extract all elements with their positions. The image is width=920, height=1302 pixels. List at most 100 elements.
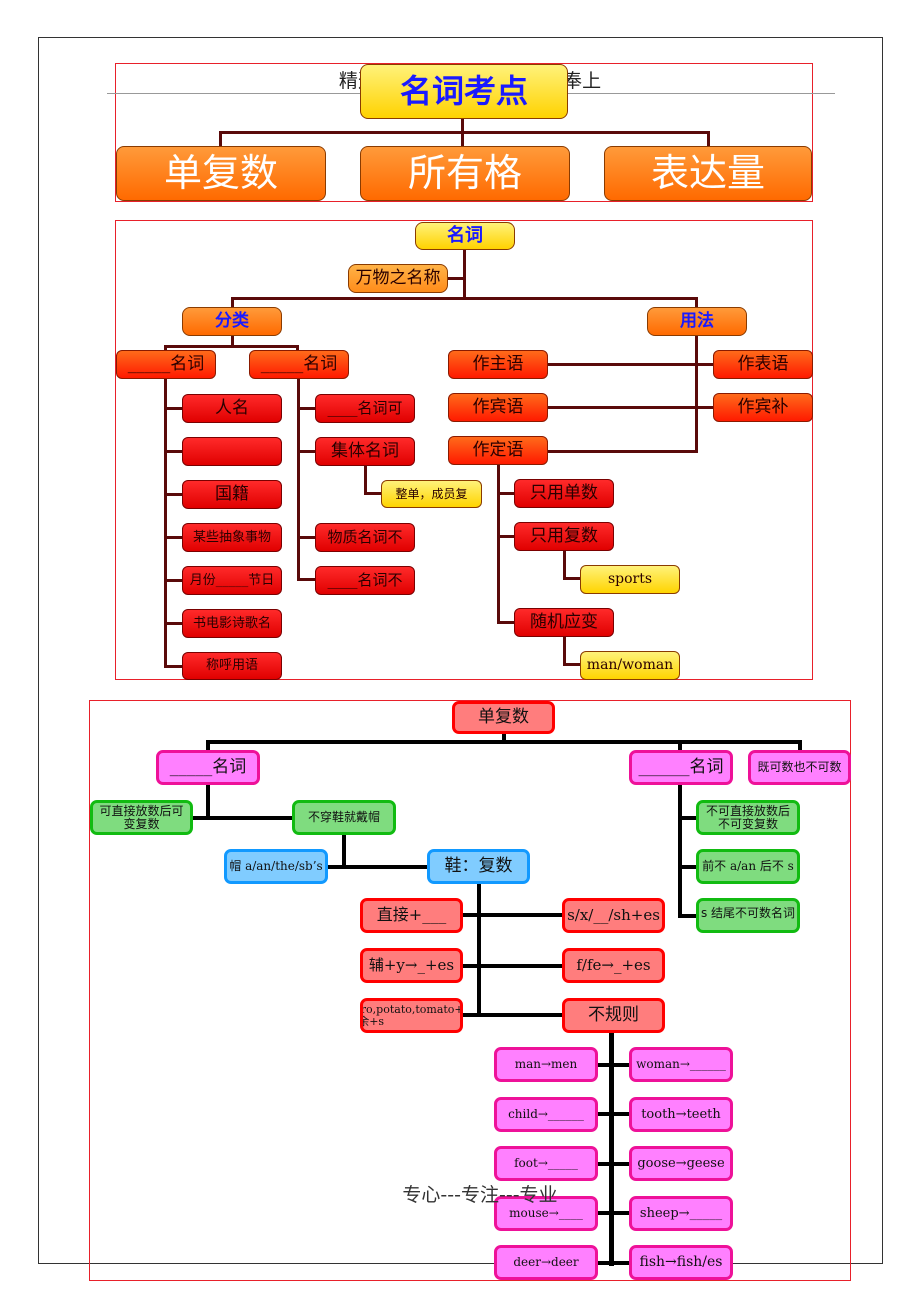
connector [219,131,710,134]
connector [297,578,317,581]
connector [364,492,382,495]
singular-plural-root-node: 单复数 [452,701,555,734]
connector [678,783,682,917]
connector [695,335,698,453]
connector [548,363,714,366]
connector [563,550,566,579]
definition-node: 万物之名称 [348,264,448,293]
connector [678,914,698,918]
connector [497,464,500,623]
irregular-item: sheep→_____ [629,1196,733,1231]
both-countable-uncountable-node: 既可数也不可数 [748,750,851,785]
common-item-collective: 集体名词 [315,437,415,466]
connector [597,1112,630,1116]
connector [164,345,167,351]
uncountable-item: s 结尾不可数名词 [696,898,800,933]
plural-example-node: sports [580,565,680,594]
irregular-item: mouse→____ [494,1196,598,1231]
common-item: ____名词不 [315,566,415,595]
irregular-item: woman→______ [629,1047,733,1082]
usage-complement-node: 作宾补 [713,393,813,422]
connector [563,636,566,665]
common-item: 物质名词不 [315,523,415,552]
connector [164,493,184,496]
connector [164,536,184,539]
connector [231,297,698,300]
connector [297,407,317,410]
connector [463,964,564,968]
attributive-singular-node: 只用单数 [514,479,614,508]
connector [497,535,515,538]
connector [678,740,682,752]
common-noun-node: _____名词 [249,350,349,379]
connector [164,450,184,453]
section-number-frame [89,700,851,1281]
proper-item: 人名 [182,394,282,423]
plural-rule-node: 直接+___ [360,898,463,933]
connector [164,665,184,668]
connector [597,1063,630,1067]
flexible-example-node: man/woman [580,651,680,680]
common-item: ____名词可 [315,394,415,423]
shoe-plural-node: 鞋：复数 [427,849,530,884]
root-node-noun-key-points: 名词考点 [360,64,568,119]
irregular-item: fish→fish/es [629,1245,733,1280]
connector [327,865,431,869]
hat-shoe-rule-node: 不穿鞋就戴帽 [292,800,396,835]
irregular-item: deer→deer [494,1245,598,1280]
topic-node-singular-plural: 单复数 [116,146,326,201]
proper-item: 月份_____节日 [182,566,282,595]
irregular-item: man→men [494,1047,598,1082]
topic-node-possessive: 所有格 [360,146,570,201]
usage-predicative-node: 作表语 [713,350,813,379]
connector [206,740,210,752]
connector [463,913,564,917]
proper-item: 称呼用语 [182,652,282,680]
connector [548,406,714,409]
irregular-plural-node: 不规则 [562,998,665,1033]
page-border [38,37,883,1264]
plural-rule-node: 辅+y→_+es [360,948,463,983]
connector [219,131,222,148]
usage-object-node: 作宾语 [448,393,548,422]
connector [296,345,299,351]
connector [597,1211,630,1215]
plural-rule-node: hero,potato,tomato+es 其余+s [360,998,463,1033]
connector [231,297,234,308]
connector [164,407,184,410]
proper-noun-node: _____名词 [116,350,216,379]
connector [164,345,299,348]
connector [461,118,464,132]
attributive-flexible-node: 随机应变 [514,608,614,637]
irregular-item: goose→geese [629,1146,733,1181]
connector [548,450,698,453]
proper-item: 国籍 [182,480,282,509]
connector [695,297,698,308]
connector [597,1261,630,1265]
irregular-item: tooth→teeth [629,1097,733,1132]
connector [231,335,234,347]
collective-note: 整单，成员复 [381,480,482,508]
section-overview-frame [115,63,813,202]
connector [164,378,167,666]
attributive-plural-node: 只用复数 [514,522,614,551]
connector [609,1031,614,1266]
proper-item: 书电影诗歌名 [182,609,282,638]
connector [477,883,481,1016]
noun-root-node: 名词 [415,222,515,250]
connector [463,1013,564,1017]
connector [297,378,300,580]
uncountable-noun-node: ______名词 [629,750,733,785]
plural-rule-node: s/x/__/sh+es [562,898,665,933]
connector [502,732,506,742]
proper-item [182,437,282,466]
connector [678,865,698,869]
connector [364,464,367,494]
section-noun-frame [115,220,813,680]
page-footer: 专心---专注---专业 [402,1184,558,1206]
connector [206,740,802,744]
countable-note-node: 可直接放数后可变复数 [90,800,193,835]
connector [563,577,581,580]
connector [597,1162,630,1166]
proper-item: 某些抽象事物 [182,523,282,552]
